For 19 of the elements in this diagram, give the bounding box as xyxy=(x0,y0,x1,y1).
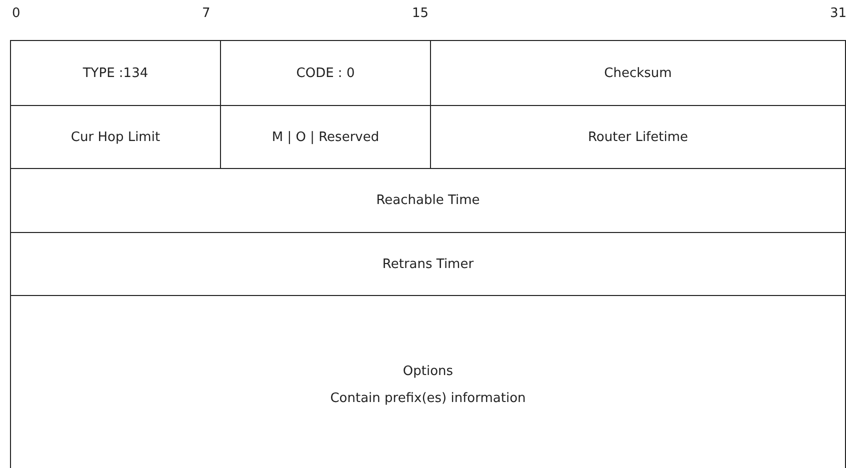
header-field xyxy=(10,295,846,468)
field-name: Reachable Time xyxy=(376,193,480,208)
field-name: Options xyxy=(402,364,454,379)
header-field xyxy=(10,40,221,106)
bit-number: 7 xyxy=(202,6,210,21)
bit-number: 15 xyxy=(412,6,429,21)
field-name: M | O | Reserved xyxy=(272,130,380,144)
field-name: Cur Hop Limit xyxy=(70,130,160,144)
bit-number: 31 xyxy=(830,6,846,21)
header-field xyxy=(10,168,846,233)
field-name: TYPE :134 xyxy=(82,66,148,80)
field-name: Checksum xyxy=(604,66,672,80)
field-name: Retrans Timer xyxy=(382,256,474,272)
field-description: Contain prefix(es) information xyxy=(330,391,526,406)
field-name: Router Lifetime xyxy=(588,130,688,144)
header-field xyxy=(430,40,846,106)
field-name: CODE : 0 xyxy=(296,66,355,80)
bit-number: 0 xyxy=(12,6,20,21)
header-field xyxy=(10,232,846,296)
